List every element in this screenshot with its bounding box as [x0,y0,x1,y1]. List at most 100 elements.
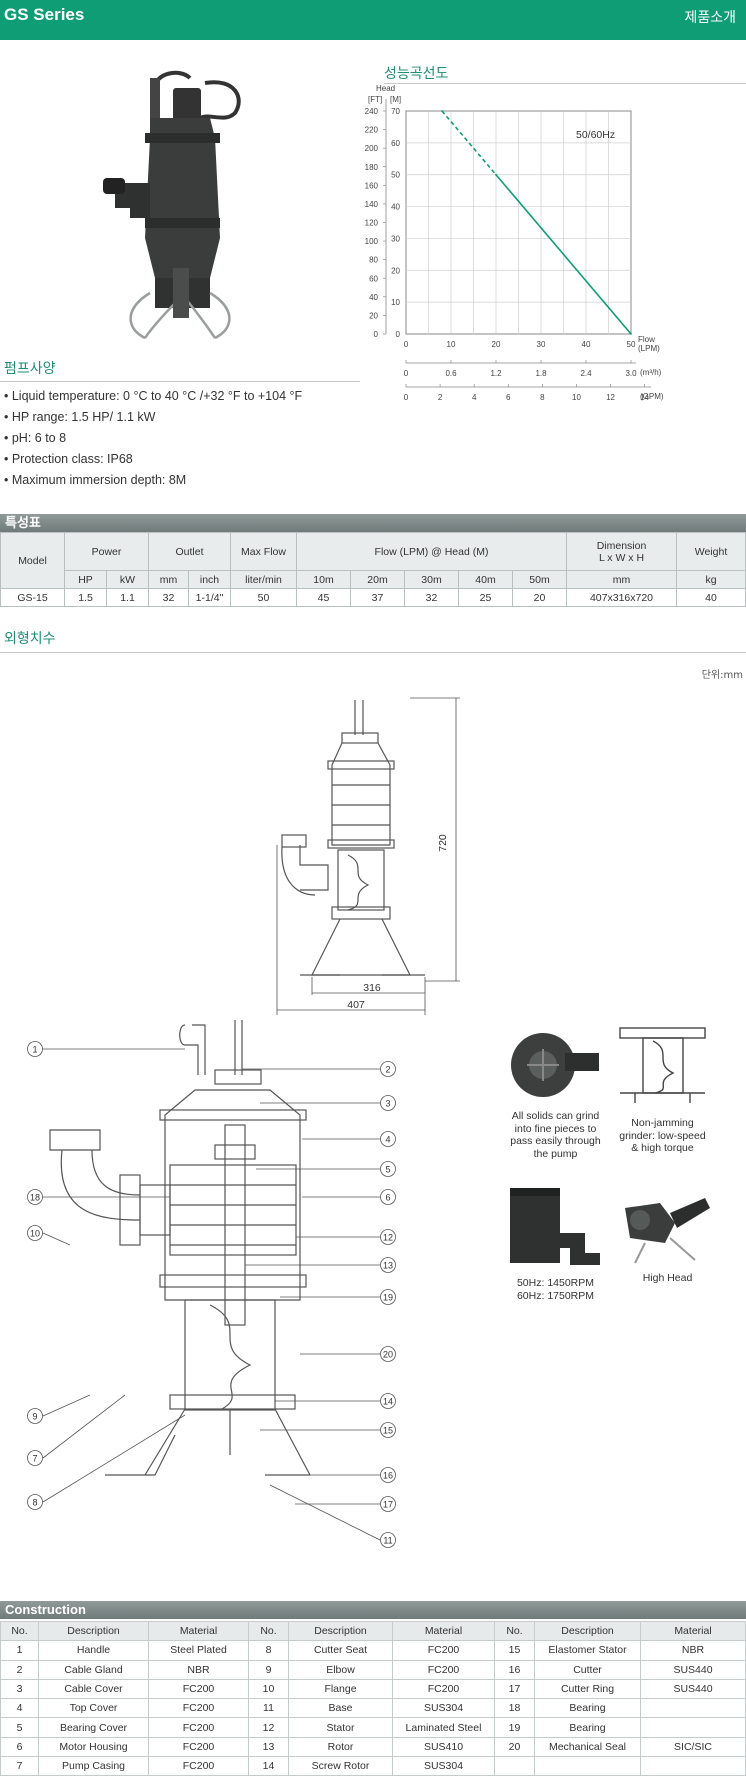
spec-cell: 32 [148,588,189,607]
construction-title: Construction [0,1601,746,1619]
dimension-section-title: 외형치수 [4,631,56,647]
spec-cell: GS-15 [0,588,65,607]
callout-leader [42,1394,91,1417]
cons-cell: Cutter [534,1659,641,1680]
y-m-tick-label: 10 [391,298,400,307]
callout-number: 9 [32,1412,37,1422]
product-photo [103,70,241,340]
spec-cell: 45 [296,588,351,607]
cons-cell: FC200 [392,1659,495,1680]
section-label: 제품소개 [684,10,736,26]
feature-photo-motor [510,1188,600,1265]
y-m-tick-label: 20 [391,266,400,275]
cons-cell: Elastomer Stator [534,1640,641,1661]
cons-th: Material [392,1620,495,1642]
x-gpm-tick-label: 2 [438,393,443,402]
x-gpm-tick-label: 8 [540,393,545,402]
cons-cell: FC200 [148,1736,249,1758]
spec-cell: 40 [676,588,746,607]
cons-cell: 19 [494,1717,535,1738]
x-lpm-tick-label: 10 [447,340,456,349]
callout-number: 11 [383,1536,392,1546]
cons-cell [534,1756,641,1776]
spec-cell: 25 [458,588,513,607]
curve-point [495,173,497,176]
y-axis-title: Head [376,84,395,93]
y-ft-tick-label: 160 [365,181,379,190]
callout-number: 13 [383,1261,393,1271]
callout-number: 4 [385,1135,390,1145]
callout-circle [27,1408,43,1424]
th-sub: 20m [350,570,405,589]
cons-cell: 18 [494,1698,535,1719]
callout-number: 19 [383,1293,393,1303]
cons-cell: 3 [0,1678,39,1700]
cons-cell: SIC/SIC [640,1736,746,1758]
x-gpm-tick-label: 14 [640,393,649,402]
x-gpm-unit: (GPM) [640,392,664,401]
performance-chart: Head[FT][M]24022020018016014012010080604… [365,84,664,402]
caption-line: the pump [533,1147,578,1160]
performance-curve-solid [495,174,632,335]
cons-th: Description [288,1620,393,1642]
cons-cell: SUS440 [640,1678,746,1700]
cons-cell: FC200 [148,1678,249,1700]
x-lpm-unit: (LPM) [638,344,660,353]
cons-cell: Screw Rotor [288,1756,393,1776]
callout-circle [380,1189,396,1205]
x-m3h-tick-label: 0 [404,369,409,378]
cons-th: No. [494,1620,535,1642]
spec-item: • Protection class: IP68 [4,452,133,466]
cons-cell: SUS304 [392,1698,495,1719]
y-m-tick-label: 30 [391,234,400,243]
chart-grid [383,99,651,388]
callout-leader [42,1394,126,1459]
cons-cell: 7 [0,1756,39,1776]
page-header: GS Series 제품소개 [0,0,746,40]
cons-cell: Rotor [288,1736,393,1758]
cons-cell: FC200 [148,1756,249,1776]
x-m3h-tick-label: 1.8 [535,369,547,378]
callout-number: 14 [383,1397,393,1407]
th-sub: liter/min [230,570,297,589]
length-label: 407 [347,999,365,1011]
th-sub: 50m [512,570,567,589]
spec-cell: 37 [350,588,405,607]
cons-cell: Mechanical Seal [534,1736,641,1758]
cons-cell: 5 [0,1717,39,1738]
y-ft-tick-label: 140 [365,200,379,209]
cons-th: No. [248,1620,289,1642]
cons-cell: Pump Casing [38,1756,149,1776]
feature-caption-1: All solids can grind into fine pieces to… [498,1110,613,1160]
th-sub: 30m [404,570,459,589]
cons-cell: Cutter Ring [534,1678,641,1700]
unit-note: 단위:mm [701,670,743,681]
callout-circle [380,1393,396,1409]
chart-legend: 50/60Hz [576,129,615,141]
callout-circle [27,1189,43,1205]
caption-line: High Head [642,1272,693,1284]
cons-cell: Motor Housing [38,1736,149,1758]
x-gpm-tick-label: 6 [506,393,511,402]
x-lpm-tick-label: 30 [537,340,546,349]
callout-number: 3 [385,1099,390,1109]
caption-line: pass easily through [510,1135,601,1147]
construction-table: No. Description Material No. Description… [0,1620,746,1776]
callout-circle [380,1422,396,1438]
y-m-tick-label: 40 [391,203,400,212]
callout-circle [27,1225,43,1241]
x-gpm-tick-label: 12 [606,393,615,402]
cons-cell: Laminated Steel [392,1717,495,1738]
cons-cell: 15 [494,1640,535,1661]
cons-cell: SUS410 [392,1736,495,1758]
feature-caption-4: High Head [610,1272,725,1285]
th-sub: kg [676,570,746,589]
callout-number: 15 [383,1426,393,1436]
x-m3h-tick-label: 0.6 [445,369,457,378]
th-sub: HP [64,570,107,589]
spec-cell: 1.5 [64,588,107,607]
